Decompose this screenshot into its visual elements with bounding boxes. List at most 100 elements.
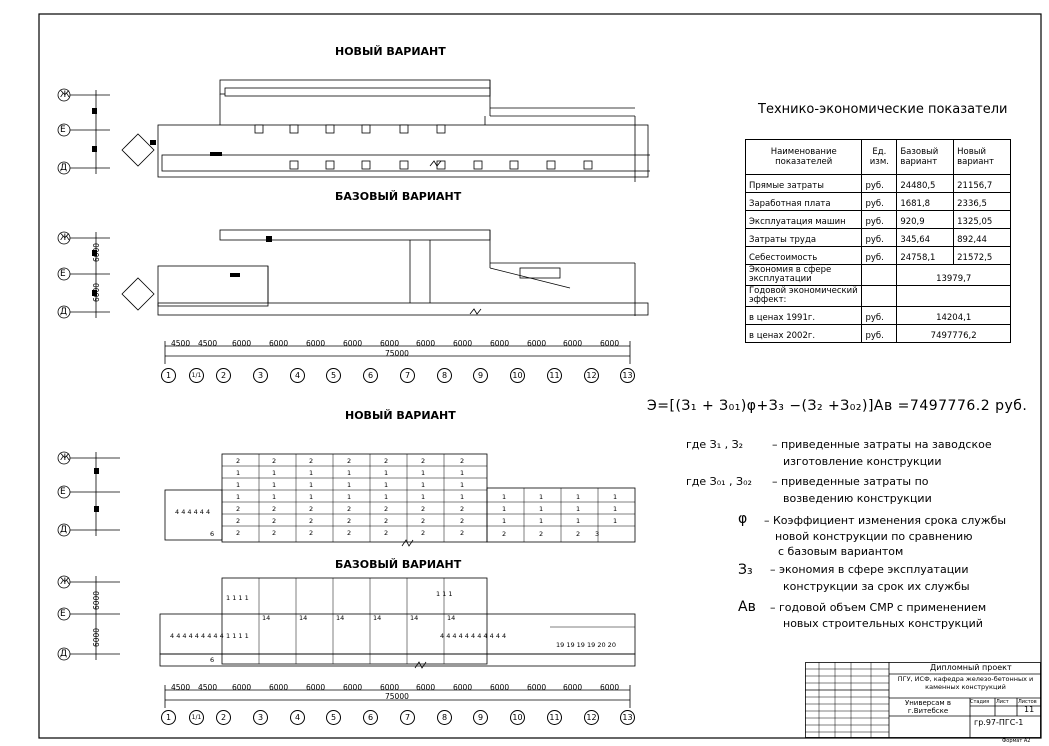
plan1-drawing [57,79,650,182]
tep-header-row: Наименование показателей Ед. изм. Базовы… [744,139,1011,175]
tep-cell-unit: руб. [861,174,898,193]
svg-text:1: 1 [384,481,388,489]
svg-text:4 4 4 4 4 4 4 4 4: 4 4 4 4 4 4 4 4 4 [170,632,224,640]
legend-sym: где З₁ , З₂ [686,438,744,451]
span-12: 6000 [563,339,583,348]
svg-text:2: 2 [347,517,351,525]
svg-text:4 4 4 4 4 4 4 4 4 4 4: 4 4 4 4 4 4 4 4 4 4 4 [440,632,506,640]
total-length-2: 75000 [385,692,409,701]
svg-text:1: 1 [421,493,425,501]
table-row: Эксплуатация машин руб. 920,9 1325,05 [744,210,1011,229]
row-axis-label: Е [60,269,66,279]
axis-bubble: 13 [620,710,635,725]
tep-cell-base: 345,64 [896,228,955,247]
svg-text:1: 1 [539,517,543,525]
svg-text:2: 2 [384,457,388,465]
stamp-stage-label: Стадия [970,699,990,705]
svg-text:2: 2 [309,505,313,513]
axis-bubble: 7 [400,710,415,725]
axis-bubble: 13 [620,368,635,383]
svg-text:2: 2 [272,457,276,465]
svg-text:2: 2 [502,530,506,538]
svg-text:2: 2 [236,517,240,525]
tep-cell-unit: руб. [861,324,898,343]
plan4-vspan-2: 6000 [92,627,102,648]
axis-bubble: 11 [547,368,562,383]
axis-bubble: 10 [510,368,525,383]
row-axis-label: Ж [60,90,70,100]
span-9: 6000 [453,683,473,692]
legend-sym: Aв [738,599,756,615]
svg-text:1 1 1 1: 1 1 1 1 [226,594,249,602]
svg-text:2: 2 [460,505,464,513]
axis-bubble: 4 [290,368,305,383]
span-9: 6000 [453,339,473,348]
table-row: Прямые затраты руб. 24480,5 21156,7 [744,174,1011,193]
svg-text:14: 14 [447,614,455,622]
stamp-sheets-label: Листов [1018,699,1037,705]
plan1-title: НОВЫЙ ВАРИАНТ [335,45,446,58]
tep-cell-name: Себестоимость [744,246,863,265]
svg-text:1: 1 [272,481,276,489]
row-axis-label: Ж [60,233,70,243]
legend-text: новых строительных конструкций [783,617,983,630]
tep-cell-value: 14204,1 [896,306,1011,325]
svg-text:1: 1 [421,469,425,477]
table-row: в ценах 2002г. руб. 7497776,2 [744,324,1011,343]
svg-text:1: 1 [309,493,313,501]
svg-text:14: 14 [262,614,270,622]
plan2-vspan-1: 6000 [92,242,102,263]
tep-cell-unit [861,285,898,307]
axis-bubble: 10 [510,710,525,725]
axis-bubble: 2 [216,368,231,383]
stamp-format: Формат А2 [1002,738,1031,744]
tep-header-base: Базовый вариант [896,139,955,175]
table-row: Годовой экономический эффект: [744,285,1011,307]
axis-bubble: 1/1 [189,710,204,725]
row-axis-label: Д [60,307,68,317]
svg-text:2: 2 [384,517,388,525]
tep-header-name: Наименование показателей [744,139,863,175]
svg-text:1: 1 [384,469,388,477]
axis-bubble: 1 [161,368,176,383]
svg-text:3: 3 [595,530,599,538]
svg-text:2: 2 [421,457,425,465]
svg-text:2: 2 [460,457,464,465]
tep-cell-unit: руб. [861,246,898,265]
svg-text:2: 2 [309,529,313,537]
svg-text:14: 14 [373,614,381,622]
tep-cell-value [896,285,1011,307]
tep-header-new: Новый вариант [953,139,1011,175]
tep-cell-value: 7497776,2 [896,324,1011,343]
svg-text:1: 1 [460,493,464,501]
span-1: 4500 [171,683,191,692]
span-3: 6000 [232,683,252,692]
plan2-title: БАЗОВЫЙ ВАРИАНТ [335,190,462,203]
plan2-drawing [57,229,649,319]
axis-bubble: 8 [437,710,452,725]
tep-cell-new: 892,44 [953,228,1011,247]
svg-text:1: 1 [460,481,464,489]
tep-table: Наименование показателей Ед. изм. Базовы… [744,139,1011,343]
svg-text:2: 2 [384,505,388,513]
tep-cell-new: 21156,7 [953,174,1011,193]
axis-bubble: 3 [253,368,268,383]
axis-bubble: 12 [584,368,599,383]
table-row: Экономия в сфере эксплуатации 13979,7 [744,264,1011,286]
svg-text:1: 1 [539,505,543,513]
span-11: 6000 [527,339,547,348]
svg-text:1: 1 [347,469,351,477]
tep-cell-new: 1325,05 [953,210,1011,229]
span-8: 6000 [416,339,436,348]
svg-text:1: 1 [460,469,464,477]
svg-text:1: 1 [613,505,617,513]
tep-title: Технико-экономические показатели [758,102,1008,117]
legend-text: изготовление конструкции [783,455,942,468]
span-4: 6000 [269,683,289,692]
span-13: 6000 [600,683,620,692]
svg-text:2: 2 [347,457,351,465]
row-axis-label: Е [60,609,66,619]
svg-text:2: 2 [539,530,543,538]
